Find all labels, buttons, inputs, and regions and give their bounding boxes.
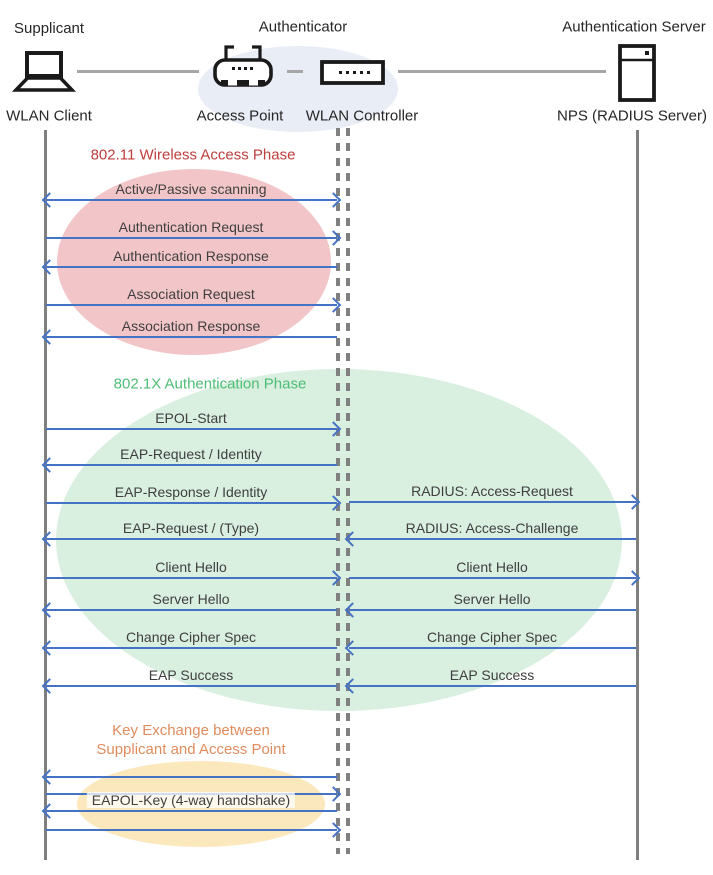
device-label-wlan-controller: WLAN Controller	[305, 107, 419, 125]
role-label-supplicant: Supplicant	[14, 20, 85, 37]
message-arrow	[41, 602, 337, 618]
message-label: RADIUS: Access-Request	[411, 483, 573, 499]
device-label-access-point: Access Point	[196, 107, 284, 125]
access-point-icon	[213, 44, 273, 97]
message-label: Change Cipher Spec	[126, 629, 256, 645]
message-label: EAP-Request / (Type)	[122, 520, 260, 536]
message-label: RADIUS: Access-Challenge	[405, 520, 579, 536]
message-arrow	[41, 803, 337, 819]
message-label: EAP-Response / Identity	[114, 484, 268, 500]
message-label: Change Cipher Spec	[427, 629, 557, 645]
message-arrow	[349, 570, 641, 586]
lifeline-wlan-controller-right	[346, 128, 350, 854]
message-arrow	[41, 640, 337, 656]
message-label: Association Request	[127, 286, 255, 302]
message-arrow	[46, 230, 342, 246]
message-arrow	[41, 769, 337, 785]
message-label: Server Hello	[453, 591, 531, 607]
connector-client-ap	[77, 70, 199, 73]
role-label-authentication-server: Authentication Server	[562, 18, 706, 36]
lifeline-wlan-client	[44, 130, 47, 860]
message-label: Authentication Request	[118, 219, 264, 235]
message-label: Client Hello	[155, 559, 227, 575]
message-arrow	[344, 640, 636, 656]
message-arrow	[344, 531, 636, 547]
wlan-controller-icon	[320, 60, 385, 90]
message-arrow	[46, 421, 342, 437]
message-arrow	[46, 297, 342, 313]
connector-controller-server	[398, 70, 606, 73]
message-label: EPOL-Start	[155, 410, 227, 426]
lifeline-radius-server	[636, 130, 639, 860]
message-arrow	[41, 531, 337, 547]
message-label: Client Hello	[456, 559, 528, 575]
message-label: Active/Passive scanning	[115, 181, 267, 197]
message-arrow	[349, 494, 641, 510]
message-arrow	[41, 678, 337, 694]
message-label: EAP Success	[449, 667, 535, 683]
device-label-wlan-client: WLAN Client	[6, 107, 92, 125]
message-label: Association Response	[121, 318, 261, 334]
message-label: EAPOL-Key (4-way handshake)	[86, 792, 296, 808]
message-arrow	[41, 329, 337, 345]
message-label: EAP-Request / Identity	[120, 446, 262, 462]
message-arrow	[344, 678, 636, 694]
message-arrow	[46, 570, 342, 586]
message-arrow	[344, 602, 636, 618]
message-arrow	[46, 822, 342, 838]
connector-ap-controller	[287, 70, 303, 73]
laptop-icon	[10, 51, 78, 98]
message-label: EAP Success	[148, 667, 234, 683]
message-label: Server Hello	[152, 591, 230, 607]
lifeline-wlan-controller-left	[336, 128, 340, 854]
device-label-nps-radius-server: NPS (RADIUS Server)	[556, 107, 708, 125]
role-label-authenticator: Authenticator	[258, 18, 348, 36]
phase-1-title: 802.11 Wireless Access Phase	[90, 146, 296, 164]
message-arrow	[46, 495, 342, 511]
message-label: Authentication Response	[113, 248, 269, 264]
message-arrow	[41, 192, 342, 208]
message-arrow	[41, 457, 337, 473]
message-arrow	[41, 259, 337, 275]
phase-2-title: 802.1X Authentication Phase	[113, 375, 307, 393]
server-icon	[618, 44, 656, 107]
